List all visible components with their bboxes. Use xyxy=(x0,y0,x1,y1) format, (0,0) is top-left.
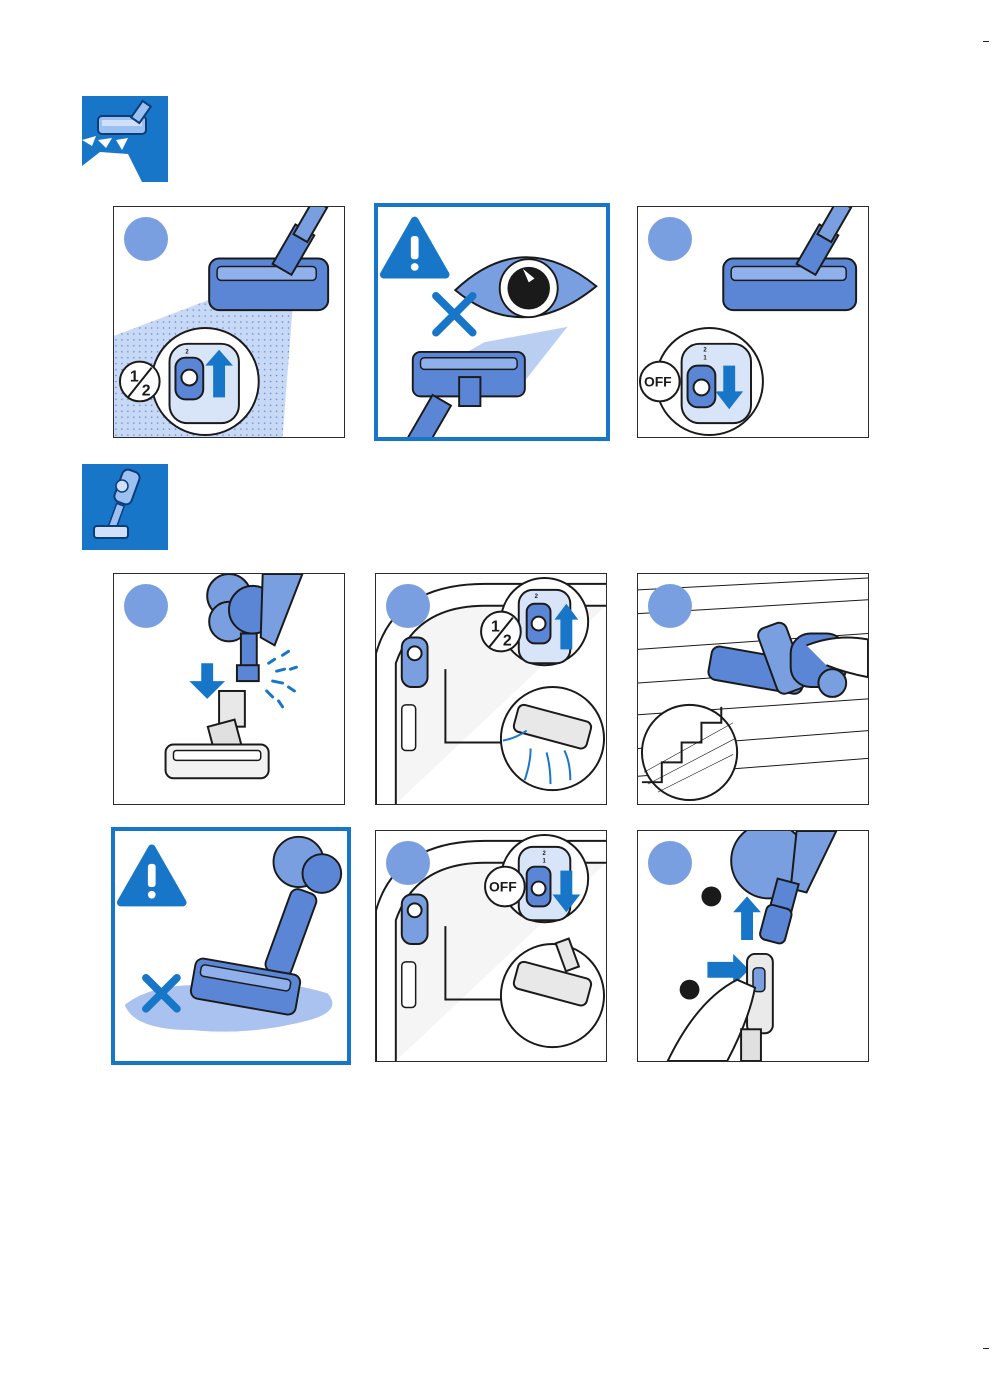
step-number-circle xyxy=(648,217,692,261)
step-number-circle xyxy=(648,584,692,628)
step-number-circle xyxy=(648,841,692,885)
speed-fraction-top: 1 xyxy=(130,368,139,385)
step-number-circle xyxy=(386,841,430,885)
step-marker-b xyxy=(701,887,721,907)
step-number-circle xyxy=(386,584,430,628)
warning-panel-eyes xyxy=(374,203,610,441)
speed-fraction-top: 1 xyxy=(491,619,500,636)
warning-panel-wet-floor xyxy=(111,827,351,1065)
handheld-section-icon xyxy=(82,464,168,550)
step-marker-a xyxy=(680,980,700,1000)
crop-mark-bottom-right xyxy=(983,1348,989,1349)
step-number-circle xyxy=(124,217,168,261)
off-label: OFF xyxy=(489,878,517,894)
step-panel-detach-handheld xyxy=(113,573,345,805)
off-label: OFF xyxy=(644,373,672,389)
speed-fraction-bottom: 2 xyxy=(142,382,151,399)
crop-mark-top-right xyxy=(983,41,989,42)
floor-nozzle-section-icon xyxy=(82,96,168,182)
arrow-up-icon xyxy=(733,896,761,940)
step-number-circle xyxy=(124,584,168,628)
warning-triangle-icon xyxy=(384,221,446,275)
step-panel-turbo-on: 1 2 2 xyxy=(113,206,345,438)
cross-icon xyxy=(436,296,473,333)
speed-fraction-bottom: 2 xyxy=(503,632,512,649)
arrow-right-icon xyxy=(707,954,749,986)
step-panel-stairs xyxy=(637,573,869,805)
step-panel-turbo-off: 2 1 OFF xyxy=(637,206,869,438)
warning-triangle-icon xyxy=(121,848,183,902)
step-panel-reattach xyxy=(637,830,869,1062)
step-panel-handheld-on: 2 1 2 xyxy=(375,573,607,805)
step-panel-handheld-off: 2 1 OFF xyxy=(375,830,607,1062)
